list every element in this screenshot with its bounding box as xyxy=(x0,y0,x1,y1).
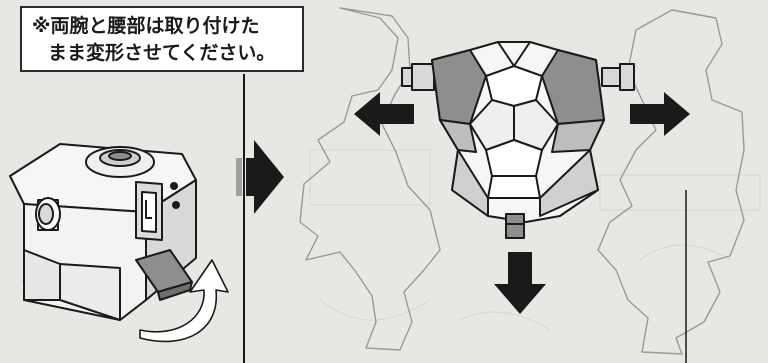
down-arrow-icon xyxy=(494,252,546,314)
left-arrow-icon xyxy=(354,92,414,136)
joint-block-part xyxy=(9,143,197,321)
right-arm-ghost-outline xyxy=(597,9,745,355)
right-arrow-icon xyxy=(630,92,690,136)
torso-part xyxy=(401,41,635,239)
note-line-1: ※両腕と腰部は取り付けた xyxy=(32,15,260,37)
note-line-2: まま変形させてください。 xyxy=(48,42,276,64)
right-arrow-icon xyxy=(236,140,284,214)
left-arm-ghost-outline xyxy=(299,7,441,351)
instruction-note-box: ※両腕と腰部は取り付けた まま変形させてください。 xyxy=(20,6,304,72)
curved-arrow-icon xyxy=(139,259,229,343)
